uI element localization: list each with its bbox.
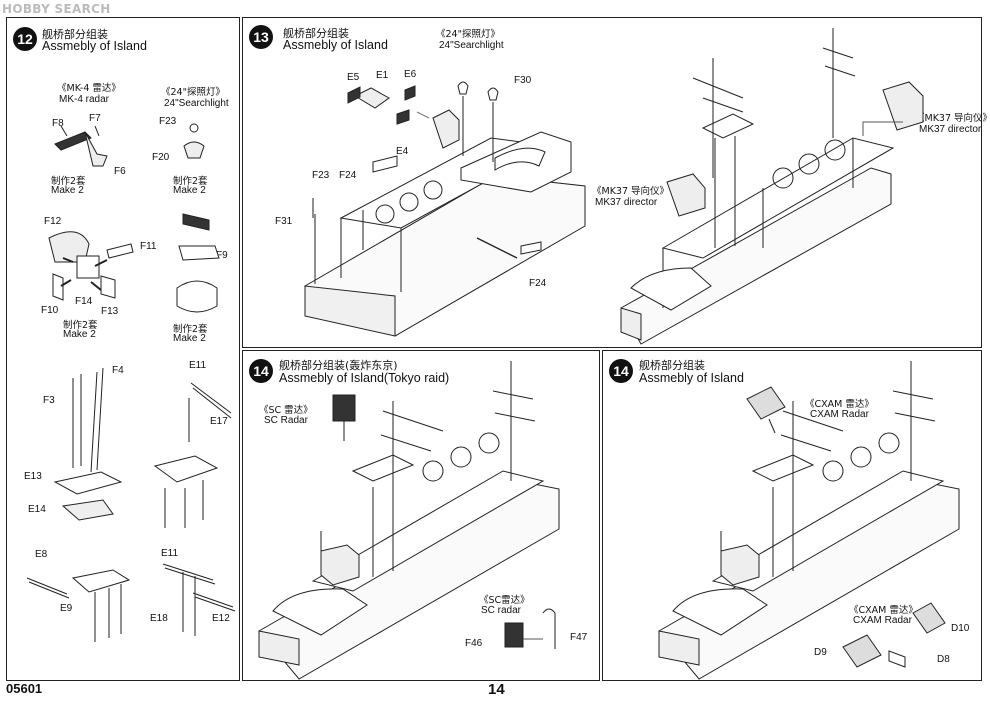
step-14-tokyo-panel: 14 舰桥部分组装(轰炸东京) Assmebly of Island(Tokyo… [242,350,600,681]
cxam-radar-small-title-en: CXAM Radar [853,615,912,626]
part-label: D10 [951,623,970,634]
step-13-island-drawing [303,28,924,345]
mk4-radar-title-en: MK-4 radar [59,94,110,105]
part-label: E12 [212,613,230,624]
part-label: E13 [24,471,42,482]
step-12-parts-drawing [26,123,236,642]
make-2-en: Make 2 [173,185,206,196]
sc-radar-title-en: SC Radar [264,415,308,426]
part-label: D9 [814,647,827,658]
step-title-en: Assmebly of Island(Tokyo raid) [279,371,450,385]
make-2-en: Make 2 [173,333,206,344]
make-2-en: Make 2 [63,329,96,340]
mk37-right-title-en: MK37 director [919,124,982,135]
searchlight-title-cn: 《24"探照灯》 [436,29,500,40]
part-label: F10 [41,305,59,316]
part-label: F8 [52,118,64,129]
part-label: E9 [60,603,73,614]
step-12-panel: 12 舰桥部分组装 Assmebly of Island 《MK-4 雷达》 M… [6,17,240,681]
part-label: F24 [529,278,547,289]
make-2-cn: 制作2套 [51,176,86,187]
part-label: F31 [275,216,293,227]
part-label: F6 [114,166,126,177]
make-2-cn: 制作2套 [173,176,208,187]
part-label: E11 [189,360,207,371]
part-label: D8 [937,654,950,665]
part-label: F23 [159,116,177,127]
step-title-cn: 舰桥部分组装 [42,28,108,41]
part-label: F7 [89,113,101,124]
cxam-radar-title-cn: 《CXAM 雷达》 [805,399,874,410]
searchlight-title-en: 24"Searchlight [439,40,504,51]
step-title-en: Assmebly of Island [639,371,744,385]
sc-radar-title-cn: 《SC 雷达》 [259,405,313,416]
page-number: 14 [488,681,505,698]
make-2-cn: 制作2套 [63,320,98,331]
watermark: HOBBY SEARCH [2,2,111,16]
step-title-cn: 舰桥部分组装 [283,27,349,40]
part-label: F20 [152,152,170,163]
part-label: E5 [347,72,360,83]
kit-number: 05601 [6,681,43,696]
make-2-cn: 制作2套 [173,324,208,335]
step-14-panel: 14 舰桥部分组装 Assmebly of Island 《CXAM 雷达》 C… [602,350,982,681]
sc-radar-small-title-en: SC radar [481,605,522,616]
cxam-radar-small-title-cn: 《CXAM 雷达》 [849,605,918,616]
step-number: 14 [249,359,273,383]
part-label: E11 [161,548,179,559]
step-13-panel: 13 舰桥部分组装 Assmebly of Island 《24"探照灯》 24… [242,17,990,348]
part-label: F14 [75,296,93,307]
part-label: F47 [570,632,588,643]
part-label: F11 [140,241,157,252]
step-14-island-drawing [658,361,960,680]
part-label: E4 [396,146,409,157]
step-title-cn: 舰桥部分组装(轰炸东京) [279,359,398,372]
searchlight-title-en: 24"Searchlight [164,98,229,109]
part-label: F13 [101,306,119,317]
make-2-en: Make 2 [51,185,84,196]
step-title-cn: 舰桥部分组装 [639,359,705,372]
part-label: E17 [210,416,228,427]
mk37-right-title-cn: 《MK37 导向仪》 [915,113,990,124]
step-number: 12 [13,27,37,51]
mk37-left-title-cn: 《MK37 导向仪》 [592,186,670,197]
part-label: E8 [35,549,48,560]
part-label: F4 [112,365,124,376]
part-label: E14 [28,504,46,515]
part-label: F12 [44,216,62,227]
part-label: E18 [150,613,168,624]
part-label: F3 [43,395,55,406]
part-label: E6 [404,69,417,80]
part-label: F46 [465,638,483,649]
part-label: F9 [216,250,228,261]
cxam-radar-title-en: CXAM Radar [810,409,869,420]
step-title-en: Assmebly of Island [42,39,147,53]
part-label: E1 [376,70,389,81]
step-14-tokyo-island-drawing [258,361,560,680]
step-number: 13 [249,25,273,49]
searchlight-title-cn: 《24"探照灯》 [161,87,225,98]
part-label: F24 [339,170,357,181]
mk37-left-title-en: MK37 director [595,197,658,208]
mk4-radar-title-cn: 《MK-4 雷达》 [57,83,121,94]
sc-radar-small-title-cn: 《SC雷达》 [479,595,530,606]
step-title-en: Assmebly of Island [283,38,388,52]
part-label: F23 [312,170,330,181]
step-number: 14 [609,359,633,383]
part-label: F30 [514,75,532,86]
